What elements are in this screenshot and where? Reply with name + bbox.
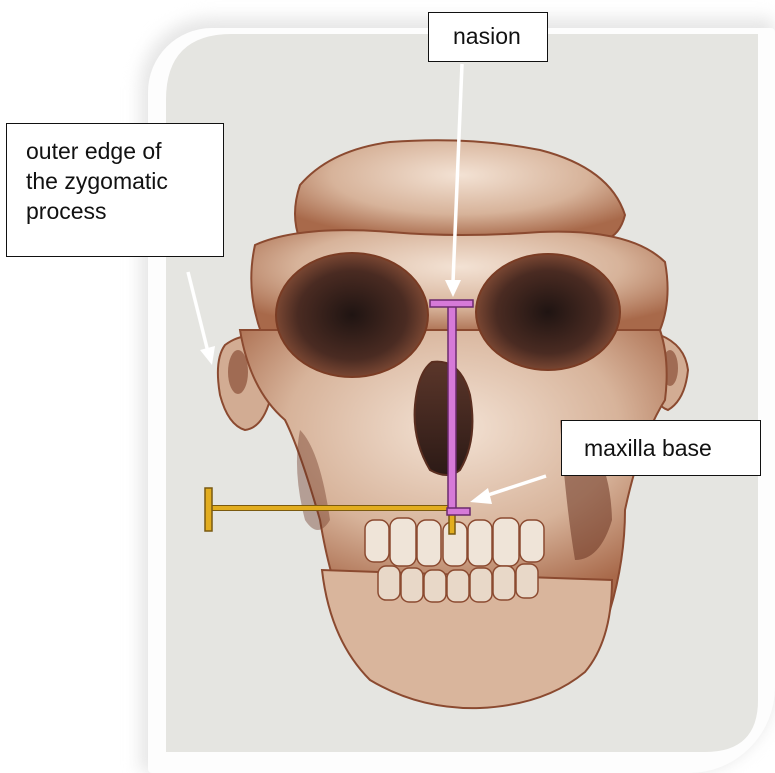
maxilla-base-label-text: maxilla base bbox=[584, 433, 760, 463]
zygomatic-label-line-1: outer edge of bbox=[26, 136, 223, 166]
maxilla-base-label: maxilla base bbox=[561, 420, 761, 476]
nasal-aperture bbox=[415, 362, 473, 475]
nasion-label: nasion bbox=[428, 12, 548, 62]
left-orbit bbox=[276, 253, 428, 377]
nasion-label-text: nasion bbox=[453, 21, 547, 51]
drawing-paper bbox=[160, 30, 765, 760]
right-orbit bbox=[476, 254, 620, 370]
zygomatic-label-line-3: process bbox=[26, 196, 223, 226]
zygomatic-label-line-2: the zygomatic bbox=[26, 166, 223, 196]
zygomatic-process-label: outer edge of the zygomatic process bbox=[6, 123, 224, 257]
